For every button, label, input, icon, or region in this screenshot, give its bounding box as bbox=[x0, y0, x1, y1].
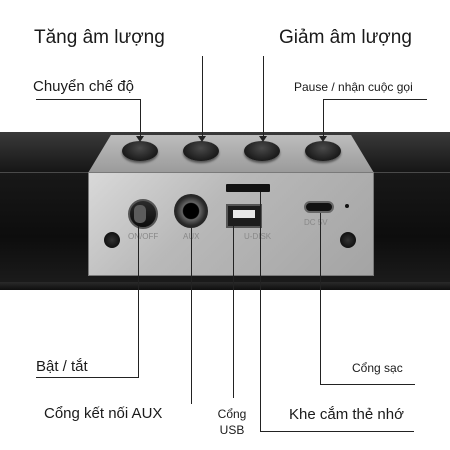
power-switch-knob bbox=[134, 205, 146, 223]
aux-port-label: Cổng kết nối AUX bbox=[44, 405, 163, 422]
pause-call-button bbox=[305, 141, 341, 161]
volume-up-button bbox=[183, 141, 219, 161]
power-label: Bật / tắt bbox=[36, 358, 88, 375]
panel-screw-left bbox=[104, 232, 120, 248]
aux-leader bbox=[191, 228, 192, 404]
mode-leader-horizontal bbox=[36, 99, 140, 100]
mode-leader-vertical bbox=[140, 99, 141, 138]
dc-marking: DC 5V bbox=[304, 218, 328, 227]
volume-up-arrow bbox=[198, 136, 206, 142]
usb-port-label-line2: USB bbox=[219, 423, 245, 437]
power-switch bbox=[128, 199, 158, 229]
usb-port bbox=[226, 204, 262, 228]
indicator-led bbox=[345, 204, 349, 208]
charging-leader-vertical bbox=[320, 213, 321, 385]
charging-port-label: Cổng sạc bbox=[352, 361, 403, 375]
pause-leader-horizontal bbox=[323, 99, 427, 100]
usb-port-tongue bbox=[233, 210, 255, 218]
volume-down-arrow bbox=[259, 136, 267, 142]
volume-down-label: Giảm âm lượng bbox=[279, 27, 412, 48]
power-leader-vertical bbox=[138, 226, 139, 378]
memory-card-slot bbox=[226, 184, 270, 192]
usb-marking: U-DISK bbox=[244, 232, 272, 241]
volume-up-leader bbox=[202, 56, 203, 138]
mode-switch-label: Chuyển chế độ bbox=[33, 78, 134, 95]
pause-arrow bbox=[319, 136, 327, 142]
body-bottom-edge bbox=[0, 282, 450, 290]
usb-leader bbox=[233, 226, 234, 398]
power-leader-horizontal bbox=[36, 377, 139, 378]
volume-down-button bbox=[244, 141, 280, 161]
card-slot-label: Khe cắm thẻ nhớ bbox=[289, 406, 404, 423]
power-marking: ON/OFF bbox=[128, 232, 159, 241]
pause-call-label: Pause / nhận cuộc gọi bbox=[294, 80, 413, 94]
card-slot-leader-vertical bbox=[260, 192, 261, 432]
aux-jack bbox=[174, 194, 208, 228]
volume-up-label: Tăng âm lượng bbox=[34, 27, 165, 48]
panel-screw-right bbox=[340, 232, 356, 248]
charging-leader-horizontal bbox=[320, 384, 415, 385]
mode-arrow bbox=[136, 136, 144, 142]
volume-down-leader bbox=[263, 56, 264, 138]
card-slot-leader-horizontal bbox=[260, 431, 414, 432]
charging-port bbox=[304, 201, 334, 213]
usb-port-label-line1: Cổng bbox=[217, 407, 247, 421]
pause-leader-vertical bbox=[323, 99, 324, 138]
mode-button bbox=[122, 141, 158, 161]
